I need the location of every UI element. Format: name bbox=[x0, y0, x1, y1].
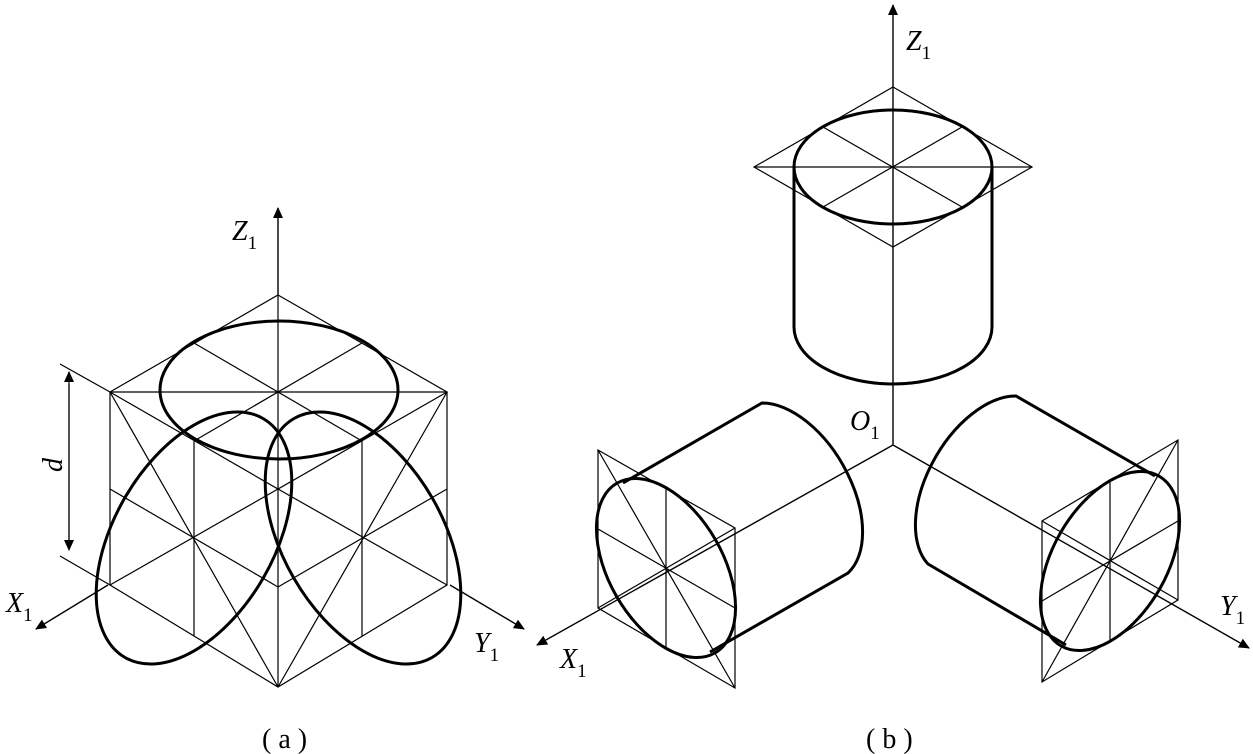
o1-label-b: O1 bbox=[850, 406, 880, 444]
y1-axis bbox=[449, 584, 525, 630]
z1-label-b: Z1 bbox=[906, 26, 931, 64]
top-ellipse bbox=[158, 319, 400, 461]
top-face-construction bbox=[110, 295, 447, 489]
y1-label-a: Y1 bbox=[474, 628, 499, 666]
left-face-construction bbox=[109, 391, 279, 688]
right-cylinder-body bbox=[913, 394, 1156, 647]
x1-label-a: X1 bbox=[5, 588, 33, 626]
dimension-d-label: d bbox=[38, 457, 69, 472]
top-cylinder-body bbox=[792, 167, 994, 386]
caption-a: ( a ) bbox=[262, 724, 307, 754]
dimension-d: d bbox=[38, 363, 111, 586]
right-cylinder bbox=[913, 394, 1182, 684]
left-cylinder-body bbox=[622, 401, 865, 654]
x1-axis-b bbox=[536, 444, 894, 646]
left-ellipse bbox=[94, 410, 294, 666]
z1-label-a: Z1 bbox=[232, 216, 257, 254]
right-face-construction bbox=[277, 391, 448, 688]
top-rhombus bbox=[752, 86, 1034, 248]
left-cylinder-ellipse bbox=[594, 476, 738, 660]
top-cylinder bbox=[752, 86, 1034, 386]
y1-label-b: Y1 bbox=[1220, 591, 1245, 629]
figure-a: d Z1 X1 Y1 ( a ) bbox=[5, 207, 525, 754]
right-ellipse bbox=[263, 410, 463, 666]
left-cylinder bbox=[594, 401, 865, 690]
figure-b: Z1 O1 X1 Y1 ( b ) bbox=[536, 4, 1250, 754]
x1-label-b: X1 bbox=[559, 644, 587, 682]
y1-axis-b bbox=[892, 444, 1250, 649]
caption-b: ( b ) bbox=[866, 724, 913, 754]
right-cylinder-ellipse bbox=[1038, 469, 1182, 653]
